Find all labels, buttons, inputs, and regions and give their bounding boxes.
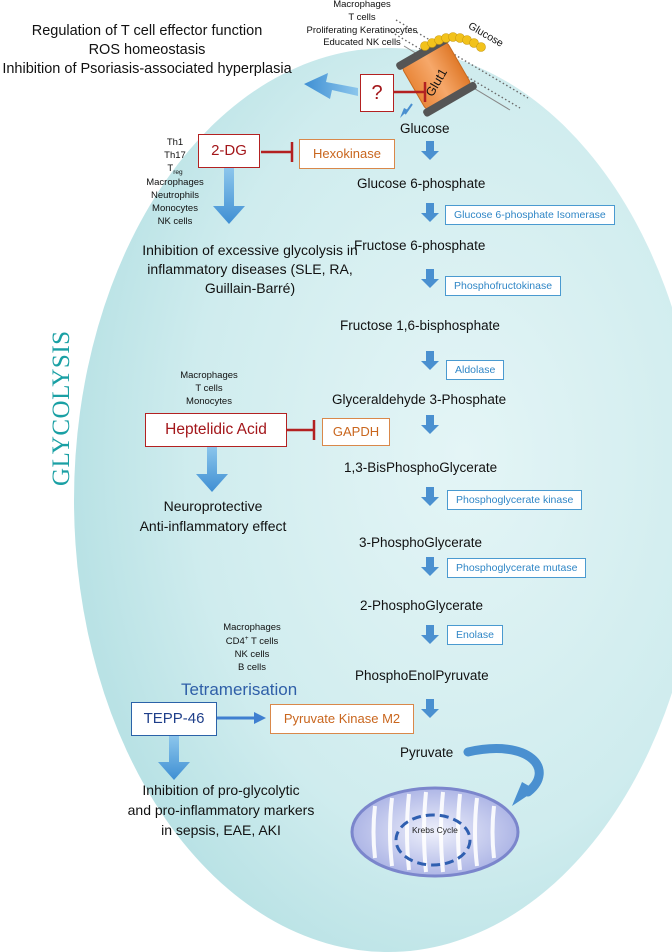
cd4-superscript: + <box>244 634 249 642</box>
top-cell-2: T cells <box>348 11 376 23</box>
top-cell-4: Educated NK cells <box>323 37 401 49</box>
2dg-cell-6: Monocytes <box>152 202 198 214</box>
metabolite-1-3-bisphosphoglycerate: 1,3-BisPhosphoGlycerate <box>344 460 498 475</box>
heptelidic-cell-2: T cells <box>195 382 223 394</box>
heptelidic-effect: Neuroprotective Anti-inflammatory effect <box>128 496 298 536</box>
2dg-cell-2: Th17 <box>164 149 186 161</box>
gapdh-label: GAPDH <box>332 424 380 439</box>
tepp-cell-cd4: CD4+ T cells <box>225 634 279 647</box>
top-effects: Regulation of T cell effector function R… <box>0 22 294 79</box>
2dg-cell-7: NK cells <box>157 215 193 227</box>
top-effect-3: Inhibition of Psoriasis-associated hyper… <box>2 61 292 77</box>
metabolite-fructose-1-6-bisphosphate: Fructose 1,6-bisphosphate <box>340 318 500 333</box>
enzyme-phosphoglycerate-kinase: Phosphoglycerate kinase <box>447 490 583 510</box>
pathway-arrow-8 <box>421 625 439 644</box>
metabolite-glyceraldehyde-3-phosphate: Glyceraldehyde 3-Phosphate <box>332 392 507 407</box>
2dg-cell-5: Neutrophils <box>150 190 200 202</box>
2dg-box: 2-DG <box>198 134 260 168</box>
metabolite-phosphoenolpyruvate: PhosphoEnolPyruvate <box>355 668 489 683</box>
pathway-arrow-1 <box>421 141 439 160</box>
mitochondrion <box>350 786 520 878</box>
unknown-effect-arrow <box>304 73 358 99</box>
pkm2-box: Pyruvate Kinase M2 <box>270 704 414 734</box>
tepp-box: TEPP-46 <box>131 702 217 736</box>
2dg-cells: Th1 Th17 Treg Macrophages Neutrophils Mo… <box>136 137 214 229</box>
unknown-regulator-box: ? <box>360 74 394 112</box>
top-cell-3: Proliferating Keratinocytes <box>306 24 418 36</box>
pkm2-label: Pyruvate Kinase M2 <box>283 711 401 726</box>
treg-subscript: reg <box>173 168 183 176</box>
heptelidic-effect-2: Anti-inflammatory effect <box>139 518 287 534</box>
heptelidic-cell-3: Monocytes <box>186 395 232 407</box>
top-effect-2: ROS homeostasis <box>88 42 206 58</box>
enzyme-aldolase: Aldolase <box>446 360 505 380</box>
heptelidic-box: Heptelidic Acid <box>145 413 287 447</box>
tepp-cell-3: NK cells <box>234 648 270 660</box>
tepp-effect-3: in sepsis, EAE, AKI <box>161 822 281 838</box>
pyruvate-to-krebs-arrow <box>463 744 544 797</box>
unknown-inhibition <box>394 82 427 102</box>
2dg-effect-2: inflammatory diseases (SLE, RA, <box>147 261 353 277</box>
pathway-arrow-6 <box>421 487 439 506</box>
enzyme-enolase: Enolase <box>447 625 503 645</box>
tepp-label: TEPP-46 <box>143 710 205 727</box>
inhibition-2dg-hexokinase <box>261 142 294 162</box>
pathway-arrow-7 <box>421 557 439 576</box>
heptelidic-effect-arrow <box>196 446 228 492</box>
tepp-effect: Inhibition of pro-glycolytic and pro-inf… <box>110 780 332 840</box>
pathway-arrow-9 <box>421 699 439 718</box>
2dg-cell-1: Th1 <box>166 137 184 148</box>
hexokinase-box: Hexokinase <box>299 139 395 169</box>
unknown-label: ? <box>371 82 383 104</box>
metabolite-glucose-6-phosphate: Glucose 6-phosphate <box>357 176 486 191</box>
tepp-effect-2: and pro-inflammatory markers <box>127 802 315 818</box>
enzyme-phosphoglycerate-mutase: Phosphoglycerate mutase <box>447 558 587 578</box>
glycolysis-title: GLYCOLYSIS <box>48 330 75 486</box>
metabolite-3-phosphoglycerate: 3-PhosphoGlycerate <box>359 535 483 550</box>
hexokinase-label: Hexokinase <box>313 146 381 161</box>
pathway-arrow-2 <box>421 203 439 222</box>
tepp-activation-arrow <box>216 712 266 724</box>
tetramerisation-label: Tetramerisation <box>181 680 298 699</box>
tepp-effect-1: Inhibition of pro-glycolytic <box>142 782 300 798</box>
2dg-effect: Inhibition of excessive glycolysis in in… <box>130 241 370 298</box>
tepp-effect-arrow <box>158 736 190 780</box>
pathway-arrows <box>421 141 439 718</box>
heptelidic-cells: Macrophages T cells Monocytes <box>166 370 252 408</box>
tepp-cell-1: Macrophages <box>223 622 281 633</box>
2dg-effect-1: Inhibition of excessive glycolysis in <box>142 242 358 258</box>
2dg-label: 2-DG <box>211 142 247 159</box>
metabolite-glucose: Glucose <box>400 121 450 136</box>
enzyme-glucose-6-phosphate-isomerase: Glucose 6-phosphate Isomerase <box>445 205 615 225</box>
glut1-to-glucose-arrow <box>400 103 413 118</box>
heptelidic-effect-1: Neuroprotective <box>163 498 263 514</box>
pathway-arrow-3 <box>421 269 439 288</box>
2dg-cell-treg: Treg <box>167 162 183 176</box>
pathway-arrow-4 <box>421 351 439 370</box>
pyruvate-arrowhead <box>512 782 536 806</box>
glucose-molecules <box>420 32 486 52</box>
top-effect-1: Regulation of T cell effector function <box>31 23 263 39</box>
metabolite-2-phosphoglycerate: 2-PhosphoGlycerate <box>360 598 484 613</box>
top-cell-1: Macrophages <box>333 0 391 10</box>
2dg-effect-arrow <box>213 168 245 224</box>
2dg-cell-4: Macrophages <box>146 177 204 189</box>
tepp-cell-4: B cells <box>238 661 266 673</box>
pathway-arrow-5 <box>421 415 439 434</box>
gapdh-box: GAPDH <box>322 418 390 446</box>
enzyme-phosphofructokinase: Phosphofructokinase <box>445 276 562 296</box>
inhibition-heptelidic-gapdh <box>286 420 316 440</box>
metabolite-pyruvate: Pyruvate <box>400 745 454 760</box>
heptelidic-cell-1: Macrophages <box>180 370 238 381</box>
heptelidic-label: Heptelidic Acid <box>165 421 267 438</box>
cell-oval <box>74 48 672 952</box>
krebs-cycle-label: Krebs Cycle <box>412 825 458 835</box>
2dg-effect-3: Guillain-Barré) <box>204 280 296 296</box>
metabolite-fructose-6-phosphate: Fructose 6-phosphate <box>354 238 486 253</box>
tepp-cells: Macrophages CD4+ T cells NK cells B cell… <box>206 622 298 674</box>
top-cells: Macrophages T cells Proliferating Kerati… <box>280 0 444 50</box>
